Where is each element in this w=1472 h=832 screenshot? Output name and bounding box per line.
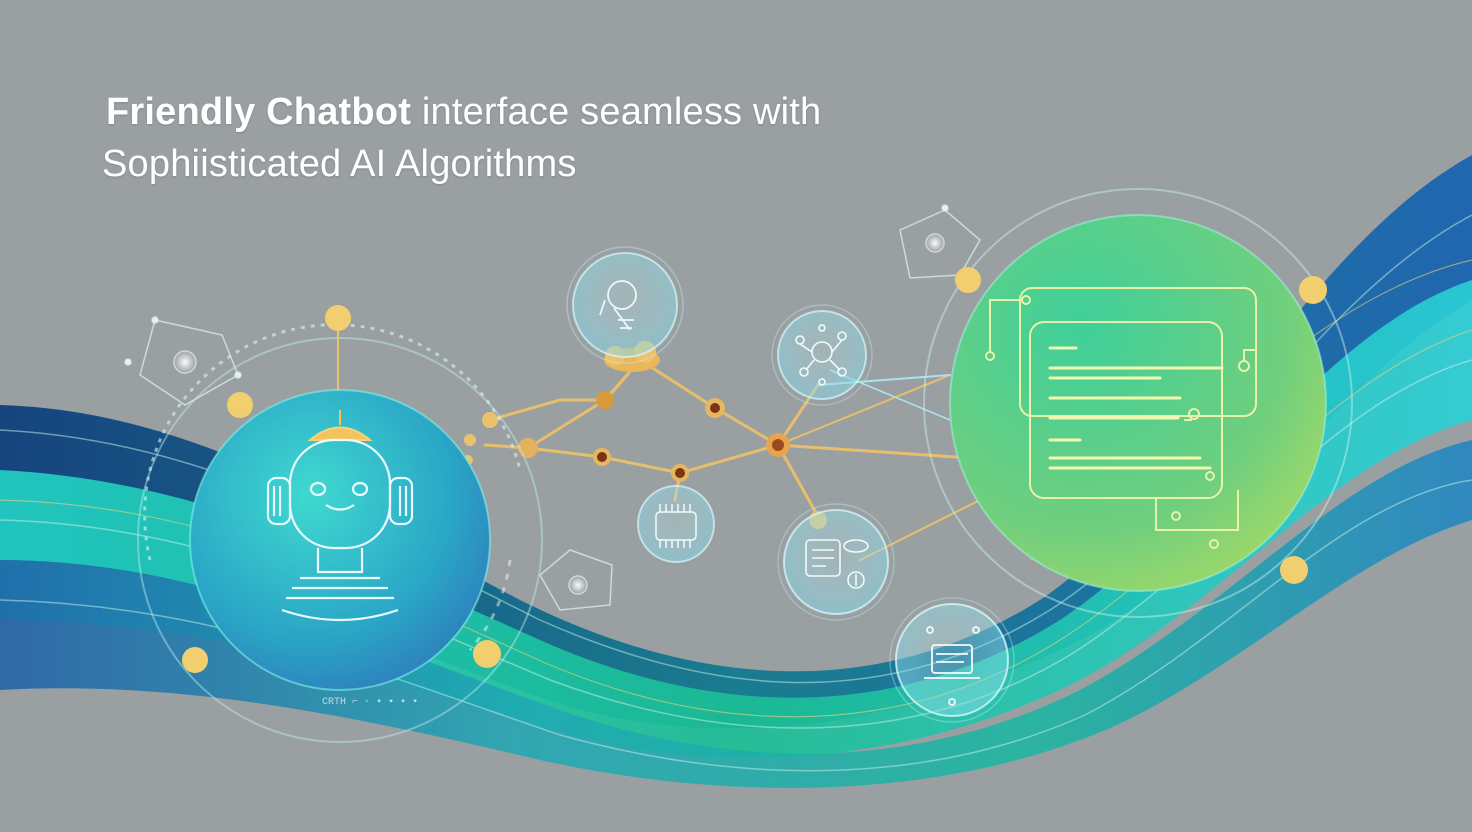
title-bold: Friendly Chatbot: [106, 91, 412, 133]
laptop-icon: [889, 597, 1015, 723]
chat-window-icon: [949, 214, 1327, 592]
chat-orbit: [923, 188, 1353, 618]
robot-head-icon: CRTH ⌐ ◦ ▪ ▪ ▪ ▪: [189, 389, 491, 708]
page-title: Friendly Chatbot interface seamless with…: [102, 86, 822, 190]
lightbulb-icon: [566, 246, 684, 364]
svg-text:CRTH ⌐ ◦ ▪ ▪ ▪ ▪: CRTH ⌐ ◦ ▪ ▪ ▪ ▪: [322, 697, 418, 708]
chip-icon: [637, 485, 715, 563]
title-rest: interface seamless with: [421, 91, 822, 133]
dashboard-icon: [777, 503, 895, 621]
orbit-nodes: [182, 305, 501, 673]
brain-circuit-icon: [771, 304, 873, 406]
node-network: [483, 358, 1032, 561]
floating-polygons: [124, 204, 981, 611]
chat-orbit-nodes: [955, 267, 1327, 584]
title-line2: Sophiisticated AI Algorithms: [102, 143, 577, 185]
